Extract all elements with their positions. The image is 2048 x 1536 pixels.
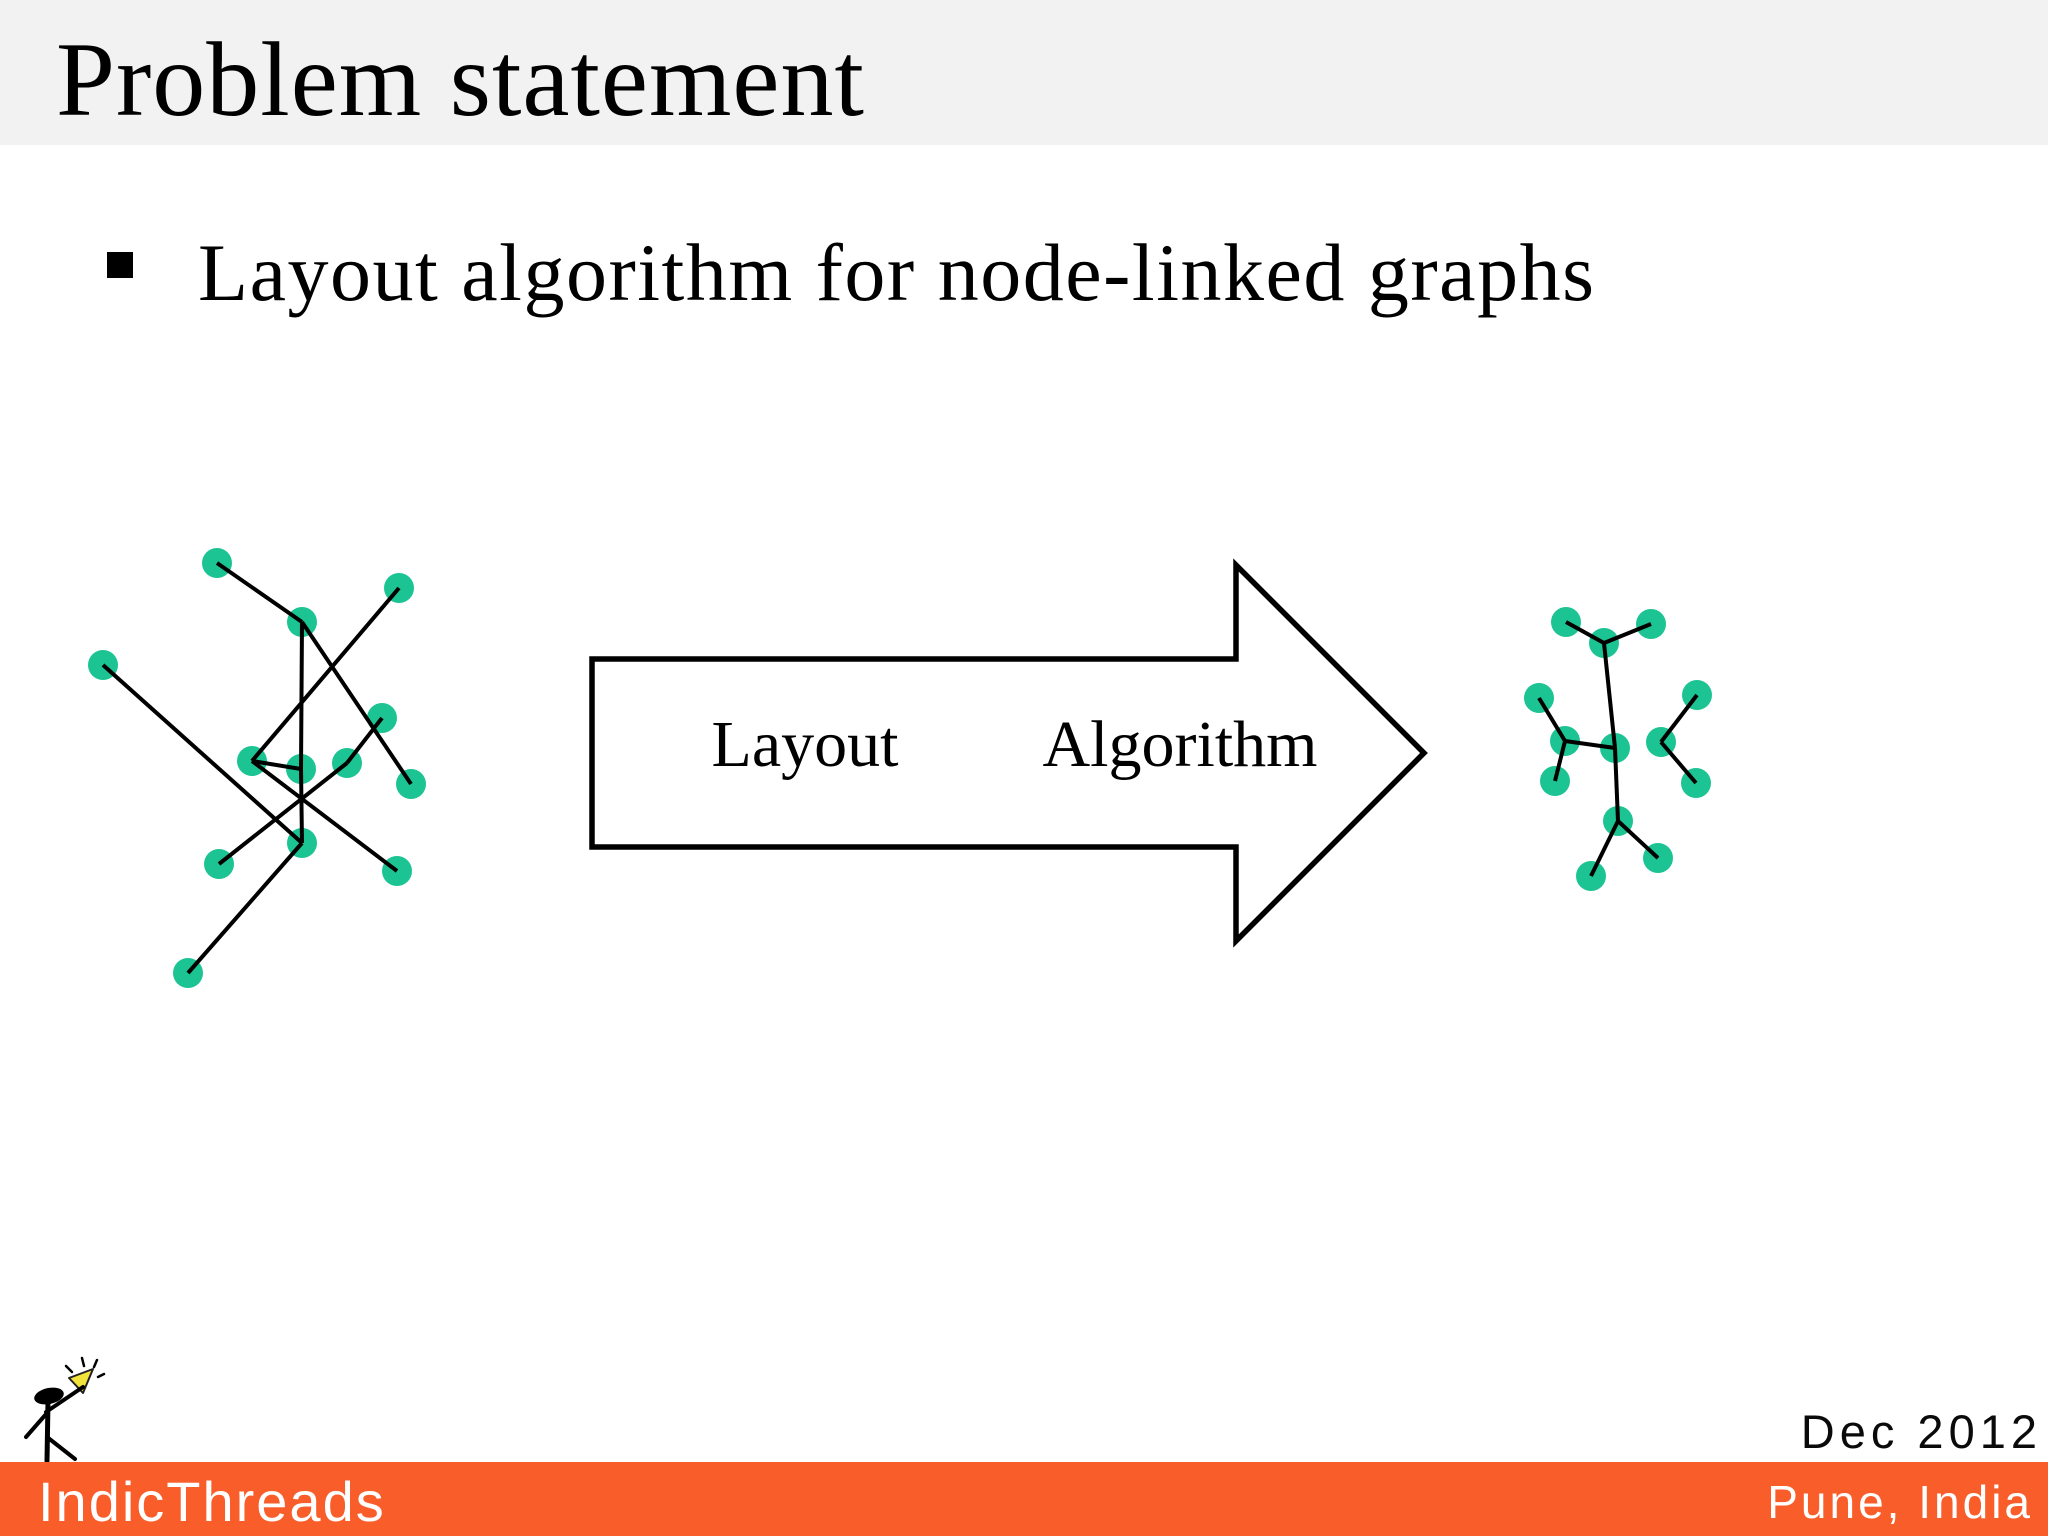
arrow-label-layout: Layout	[712, 708, 899, 781]
graph-edge	[215, 561, 304, 624]
graph-edge	[1616, 819, 1660, 860]
graph-edge	[251, 759, 302, 771]
graph-edge	[299, 768, 304, 844]
graph-edge	[250, 759, 399, 873]
footer-bar: IndicThreads	[0, 1462, 2048, 1536]
footer-date: Dec 2012	[1800, 1405, 2042, 1458]
graph-edge	[250, 586, 401, 763]
bullet-text: Layout algorithm for node-linked graphs	[198, 227, 1596, 318]
page-title: Problem statement	[56, 20, 865, 138]
graph-edge	[1564, 739, 1616, 750]
title-band: Problem statement	[0, 0, 2048, 145]
graph-edge	[1589, 820, 1620, 877]
graph-edge	[1553, 740, 1567, 782]
figure-head	[34, 1387, 64, 1405]
graph-edge	[345, 716, 384, 765]
graph-edge	[186, 841, 304, 975]
graph-edge	[1537, 696, 1567, 743]
messy-graph	[88, 548, 426, 988]
tidy-graph	[1524, 607, 1712, 891]
graph-edge	[1603, 622, 1652, 645]
graph-edge	[1659, 740, 1698, 785]
graph-edge	[1565, 620, 1605, 645]
stick-figure-logo	[24, 1356, 106, 1464]
arrow-label-algorithm: Algorithm	[1043, 708, 1318, 781]
graph-edge	[1613, 747, 1620, 822]
graph-edge	[1659, 693, 1699, 744]
graph-edge	[1602, 642, 1617, 749]
graph-edge	[300, 620, 413, 786]
bullet-item: Layout algorithm for node-linked graphs	[107, 226, 1596, 320]
bullet-square-icon	[107, 252, 133, 278]
graph-edge	[101, 663, 304, 845]
graph-edge	[217, 761, 349, 866]
light-bulb-icon	[68, 1368, 94, 1394]
graph-edge	[299, 621, 304, 770]
footer-location: Pune, India	[1767, 1476, 2033, 1528]
layout-arrow-shape	[589, 558, 1428, 948]
footer-brand: IndicThreads	[38, 1469, 386, 1533]
